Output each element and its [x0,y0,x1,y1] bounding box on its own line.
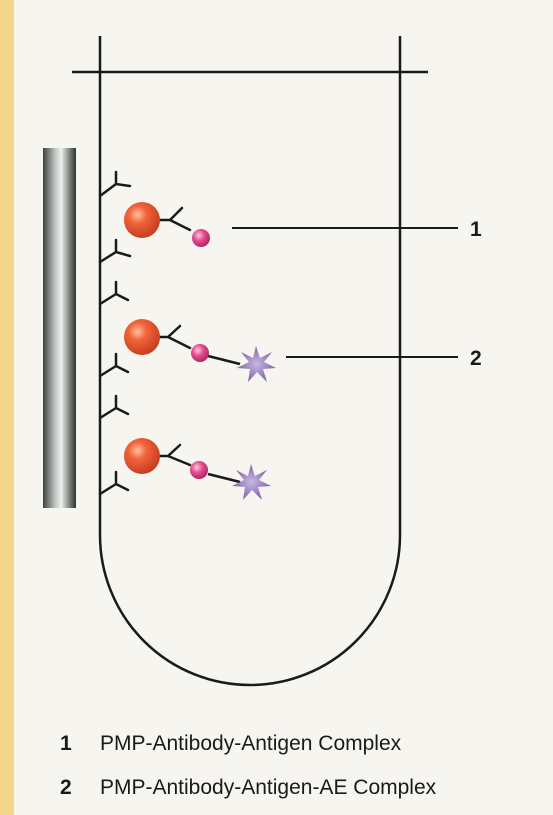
paramagnetic-particle [124,202,160,238]
pmp-antibody-antigen-ae-complex [124,438,271,500]
pmp-antibody-antigen-ae-complex [124,319,276,382]
legend-item-label: PMP-Antibody-Antigen Complex [100,732,401,755]
callout-2-number: 2 [470,347,482,370]
legend-item-label: PMP-Antibody-Antigen-AE Complex [100,776,436,799]
callout-2: 2 [286,347,482,370]
paramagnetic-particle [124,438,160,474]
legend-item-number: 2 [60,772,100,804]
magnet-bar [43,148,76,508]
antigen [190,461,208,479]
legend-item-number: 1 [60,728,100,760]
callout-1-number: 1 [470,218,482,241]
antigen [192,229,210,247]
pmp-antibody-antigen-complex [124,202,210,247]
acridinium-ester-label [237,346,276,382]
antigen [191,344,209,362]
callout-1: 1 [232,218,482,241]
paramagnetic-particle [124,319,160,355]
